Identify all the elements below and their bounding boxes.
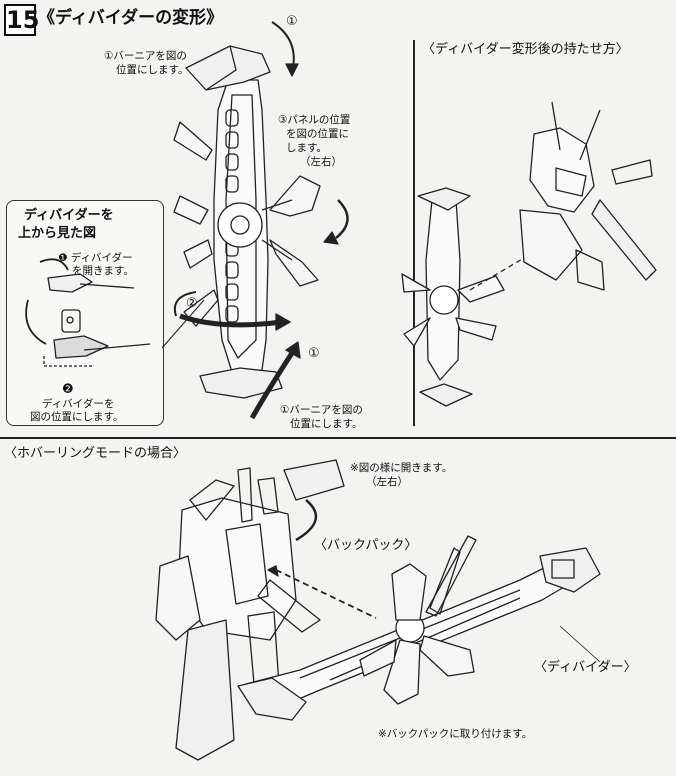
inset-step1-line1: ❶ ディバイダー [58, 252, 133, 264]
step-title: 《ディバイダーの変形》 [38, 8, 224, 28]
callout-panel-line4: （左右） [300, 156, 342, 168]
callout-thruster-top-line1: ①バーニアを図の [104, 50, 187, 62]
divider-main-illustration [173, 45, 321, 399]
callout-bottom-circle: ① [308, 346, 320, 361]
backpack-label: 〈バックパック〉 [314, 538, 418, 553]
section-divider-vertical [413, 40, 415, 426]
inset-title-line2: 上から見た図 [18, 226, 97, 241]
callout-panel-line1: ③パネルの位置 [278, 114, 351, 126]
callout-top-circle: ① [286, 14, 298, 29]
inset-step2-number: ❷ [62, 382, 74, 397]
callout-thruster-bottom-line1: ①バーニアを図の [280, 404, 363, 416]
divider-label: 〈ディバイダー〉 [534, 660, 637, 675]
callout-panel-line2: を図の位置に [286, 128, 349, 140]
hover-note1-line1: ※図の様に開きます。 [350, 462, 453, 474]
right-section-title: 〈ディバイダー変形後の持たせ方〉 [422, 42, 629, 57]
callout-step2-circle: ② [186, 296, 198, 311]
robot-holding-divider-illustration [401, 101, 657, 407]
hover-section-title: 〈ホバーリングモードの場合〉 [4, 446, 187, 461]
callout-thruster-top-line2: 位置にします。 [116, 64, 189, 76]
hovering-mode-illustration [155, 459, 601, 761]
step-number: 15 [4, 4, 40, 36]
hover-note1-line2: （左右） [366, 476, 408, 488]
inset-title-line1: ディバイダーを [24, 208, 114, 223]
hover-note2: ※バックパックに取り付けます。 [378, 728, 533, 740]
inset-top-view-illustration [25, 258, 151, 367]
callout-thruster-bottom-line2: 位置にします。 [290, 418, 363, 430]
section-divider-horizontal [0, 437, 676, 439]
inset-step2-line1: ディバイダーを [42, 398, 115, 410]
callout-panel-line3: します。 [286, 142, 327, 154]
inset-step1-line2: を開きます。 [72, 265, 134, 277]
top-view-inset [6, 200, 164, 426]
inset-step2-line2: 図の位置にします。 [30, 411, 124, 423]
